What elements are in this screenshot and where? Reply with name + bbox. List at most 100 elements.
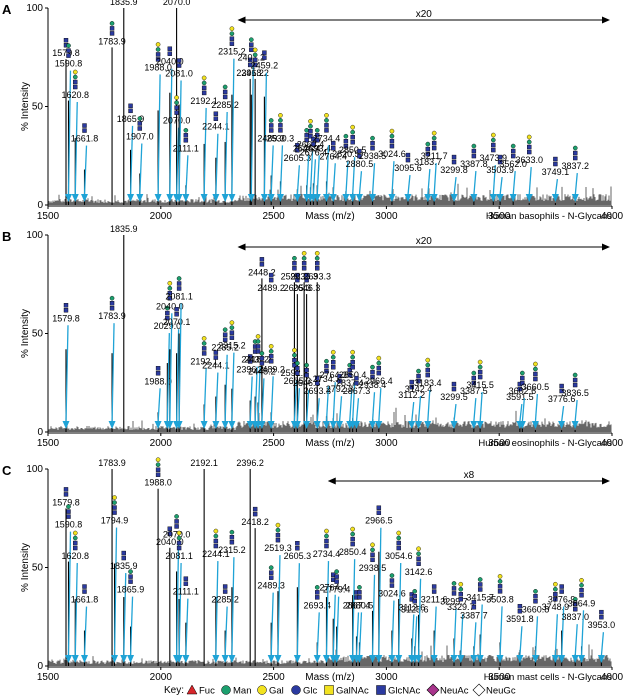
- glycan-man-icon: [304, 127, 309, 133]
- peak-label: 2040.0: [156, 537, 184, 547]
- peak-label: 2285.2: [211, 100, 239, 110]
- peak-label: 3095.6: [394, 163, 422, 173]
- key-item-label: Glc: [303, 686, 318, 697]
- peak-label: 3837.0: [561, 612, 589, 622]
- neugc-diamond-icon: [472, 683, 486, 697]
- glycan-glcnac-icon: [213, 111, 219, 116]
- glycan-man-icon: [109, 295, 115, 301]
- peak-arrow: [113, 527, 118, 657]
- peak-label: 2244.1: [202, 549, 230, 559]
- peak-arrow: [499, 176, 503, 196]
- peak-arrow-head: [355, 655, 363, 663]
- peak-label: 2734.4: [313, 549, 341, 559]
- glycan-glcnac-icon: [350, 365, 355, 370]
- glycan-man-icon: [350, 129, 355, 135]
- peak-arrow: [574, 172, 578, 196]
- glycan-man-icon: [255, 339, 261, 344]
- glycan-glcnac-icon: [559, 388, 564, 394]
- glycan-glcnac-icon: [255, 344, 261, 349]
- glycan-glcnac-icon: [573, 606, 578, 612]
- glycan-man-icon: [497, 579, 503, 584]
- glycan-gal-icon: [72, 69, 78, 75]
- glycan-man-icon: [176, 276, 182, 281]
- glycan-glcnac-icon: [259, 262, 265, 267]
- glycan-glcnac-icon: [350, 134, 355, 140]
- peak-label: 2530.3: [267, 133, 295, 143]
- peak-arrow: [254, 366, 258, 423]
- glycan-glcnac-icon: [255, 349, 261, 354]
- peak-arrow-head: [228, 421, 236, 429]
- glycan-glcnac-icon: [553, 597, 558, 602]
- glycan-man-icon: [249, 37, 254, 42]
- peak-label: 3836.5: [561, 388, 589, 398]
- glycan-glcnac-icon: [229, 540, 235, 545]
- glycan-glcnac-icon: [155, 57, 161, 62]
- glycan-glcnac-icon: [520, 380, 525, 386]
- glycan-man-icon: [137, 116, 143, 121]
- peak-label: 2244.1: [202, 361, 230, 371]
- glycan-glcnac-icon: [137, 126, 143, 131]
- peak-arrow-head: [470, 421, 478, 429]
- peak-label: 2693.4: [303, 600, 331, 610]
- peak-arrow-head: [81, 194, 89, 202]
- glycan-gal-icon: [176, 530, 182, 536]
- glycan-glcnac-icon: [533, 599, 538, 604]
- peak-label: 3183.7: [414, 157, 442, 167]
- glycan-glcnac-icon: [176, 281, 182, 286]
- glycan-glcnac-icon: [324, 369, 329, 374]
- glycan-glcnac-icon: [425, 372, 430, 378]
- peak-arrow: [352, 157, 356, 196]
- peak-arrow-head: [127, 194, 135, 202]
- peak-label: 2519.3: [264, 543, 292, 553]
- peak-label: 3142.6: [405, 567, 433, 577]
- glycan-glcnac-icon: [579, 588, 584, 593]
- glycan-glcnac-icon: [331, 146, 336, 151]
- key-item-label: GalNAc: [336, 686, 369, 697]
- glycan-glcnac-icon: [247, 57, 253, 63]
- glycan-glcnac-icon: [63, 303, 69, 308]
- peak-label: 2081.0: [165, 69, 193, 79]
- glycan-glcnac-icon: [301, 266, 307, 271]
- peak-arrow: [335, 596, 340, 657]
- peak-label: 2850.5: [339, 145, 367, 155]
- peak-arrow: [65, 325, 69, 423]
- glycan-glcnac-icon: [222, 94, 228, 100]
- peak-arrow-head: [558, 655, 566, 663]
- glycan-glcnac-icon: [405, 152, 411, 158]
- peak-label: 2448.2: [248, 366, 276, 376]
- glycan-man-icon: [471, 143, 477, 149]
- peak-label: 3660.8: [522, 604, 550, 614]
- peak-arrow-head: [108, 421, 116, 429]
- glycan-glcnac-icon: [334, 579, 339, 584]
- glycan-glcnac-icon: [451, 154, 457, 160]
- peak-arrow: [185, 598, 189, 657]
- peak-label: 3142.4: [405, 384, 433, 394]
- glycan-glcnac-icon: [357, 153, 362, 159]
- peak-arrow-head: [470, 194, 478, 202]
- x-tick-label: 3500: [488, 672, 511, 683]
- glycan-man-icon: [477, 364, 483, 370]
- peak-label: 2646.3: [293, 283, 321, 293]
- glycan-glcnac-icon: [304, 372, 309, 378]
- peak-arrow-head: [154, 421, 162, 429]
- glycan-man-icon: [572, 596, 578, 602]
- peak-arrow-head: [276, 194, 284, 202]
- glycan-glcnac-icon: [295, 143, 300, 148]
- glycan-glcnac-icon: [174, 105, 179, 110]
- peak-arrow-head: [395, 655, 403, 663]
- peak-label: 2396.2: [236, 68, 264, 78]
- glycan-glcnac-icon: [109, 306, 115, 311]
- peak-label: 3748.9: [542, 602, 570, 612]
- peak-arrow-head: [260, 194, 268, 202]
- peak-arrow-head: [430, 194, 438, 202]
- peak-arrow-head: [333, 655, 341, 663]
- glycan-glcnac-icon: [451, 381, 457, 387]
- peak-arrow: [175, 127, 180, 196]
- peak-arrow-head: [246, 421, 254, 429]
- glycan-glcnac-icon: [222, 89, 228, 95]
- glycan-gal-icon: [255, 334, 261, 339]
- peak-label: 2315.2: [218, 545, 246, 555]
- peak-arrow: [355, 612, 360, 657]
- peak-arrow: [316, 155, 320, 196]
- peak-label: 3387.7: [460, 610, 488, 620]
